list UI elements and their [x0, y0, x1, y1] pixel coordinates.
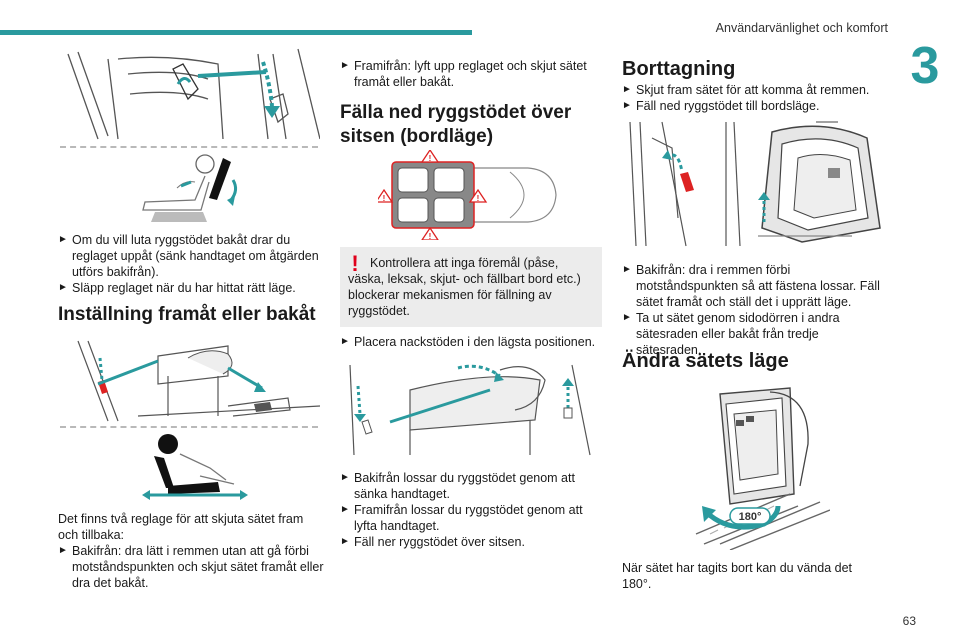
removal-step-2: Fäll ned ryggstödet till bordsläge.	[636, 99, 820, 113]
recline-instructions: ►Om du vill luta ryggstödet bakåt drar d…	[58, 232, 326, 296]
headrest-instructions: ►Placera nackstöden i den lägsta positio…	[340, 335, 596, 349]
recline-step-1: Om du vill luta ryggstödet bakåt drar du…	[72, 233, 319, 279]
turn-note: När sätet har tagits bort kan du vända d…	[622, 561, 852, 591]
page-number: 63	[902, 614, 916, 628]
slide-step-1: Bakifrån: dra lätt i remmen utan att gå …	[72, 544, 324, 590]
svg-text:!: !	[383, 194, 386, 203]
svg-text:!: !	[477, 194, 480, 203]
fold-step-2: Framifrån lossar du ryggstödet genom att…	[354, 503, 583, 533]
seat-slide-lever-illustration	[58, 336, 320, 426]
seat-fold-illustration	[340, 360, 602, 460]
seat-recline-diagram	[135, 152, 245, 222]
rotation-angle-label: 180°	[739, 511, 762, 523]
removal-step-1: Skjut fram sätet för att komma åt remmen…	[636, 83, 870, 97]
section-title: Användarvänlighet och komfort	[715, 21, 888, 35]
chapter-number: 3	[910, 37, 940, 95]
release-step-2: Ta ut sätet genom sidodörren i andra sät…	[636, 311, 840, 357]
release-step-1: Bakifrån: dra i remmen förbi motståndspu…	[636, 263, 880, 309]
warning-box: ! Kontrollera att inga föremål (påse, vä…	[340, 247, 602, 327]
heading-removal: Borttagning	[622, 58, 736, 80]
slide-intro: Det finns två reglage för att skjuta sät…	[58, 512, 304, 542]
seat-recline-lever-illustration	[58, 44, 320, 144]
removal-instructions: ►Skjut fram sätet för att komma åt remme…	[622, 83, 870, 113]
front-slide-instructions: ►Framifrån: lyft upp reglaget och skjut …	[340, 58, 602, 90]
figure-divider	[60, 146, 318, 148]
fold-step-3: Fäll ner ryggstödet över sitsen.	[354, 535, 525, 549]
vehicle-seat-map-diagram: !!!!	[378, 150, 558, 240]
header-accent-bar	[0, 30, 472, 35]
figure-divider	[60, 426, 318, 428]
svg-text:!: !	[429, 154, 432, 163]
svg-text:!: !	[429, 232, 432, 240]
front-slide-step: Framifrån: lyft upp reglaget och skjut s…	[354, 59, 587, 89]
fold-instructions: ►Bakifrån lossar du ryggstödet genom att…	[340, 470, 602, 550]
warning-exclamation-icon: !	[351, 251, 359, 276]
seat-removal-illustration	[622, 118, 884, 250]
recline-step-2: Släpp reglaget när du har hittat rätt lä…	[72, 281, 296, 295]
release-instructions: ►Bakifrån: dra i remmen förbi motståndsp…	[622, 262, 884, 358]
heading-forward-back: Inställning framåt eller bakåt	[58, 304, 316, 325]
seat-rotation-illustration: 180°	[690, 384, 830, 550]
fold-step-1: Bakifrån lossar du ryggstödet genom att …	[354, 471, 575, 501]
slide-instructions: Det finns två reglage för att skjuta sät…	[58, 511, 326, 591]
heading-change-position: Ändra sätets läge	[622, 350, 789, 372]
heading-fold-table-mode: Fälla ned ryggstödet över sitsen (bordlä…	[340, 102, 572, 147]
headrest-step: Placera nackstöden i den lägsta position…	[354, 335, 596, 349]
warning-text: Kontrollera att inga föremål (påse, väsk…	[348, 256, 581, 318]
seat-slide-diagram	[140, 432, 250, 502]
